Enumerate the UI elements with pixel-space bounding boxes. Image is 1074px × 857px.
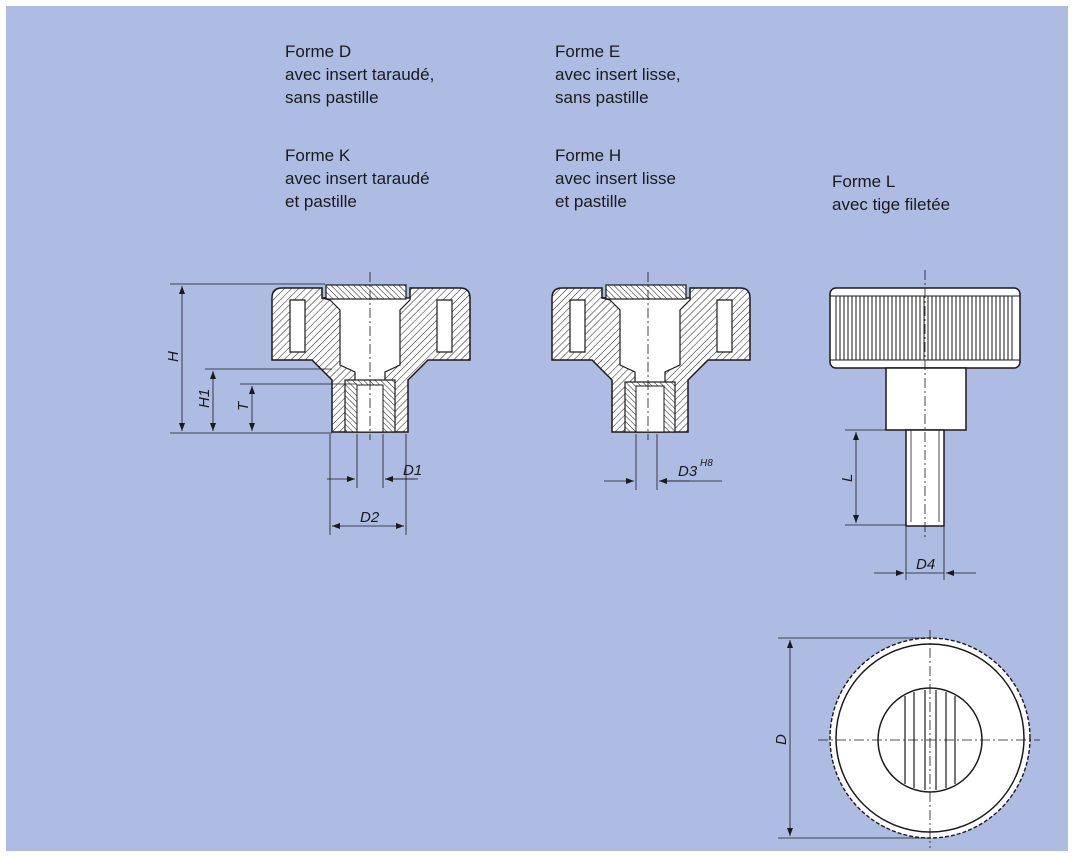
caption-form-l: Forme L avec tige filetée [832, 170, 950, 216]
knurl-lines [835, 296, 1013, 360]
caption-form-e-line2: avec insert lisse, [555, 65, 681, 84]
dimension-labels-form-e-h: D3 H8 [678, 458, 713, 480]
caption-form-e-title: Forme E [555, 42, 621, 61]
caption-form-e-line3: sans pastille [555, 88, 649, 107]
knob-cavity-d-k [289, 299, 453, 353]
dim-h-label: H [165, 351, 182, 362]
caption-form-d-line2: avec insert taraudé, [285, 65, 435, 84]
dimension-labels-form-d-k: H H1 T D1 D2 [165, 351, 422, 526]
dim-d4-label: D4 [916, 556, 935, 573]
dimensions-form-l [845, 429, 976, 580]
section-view-form-d-k [271, 272, 471, 440]
dim-d3-tolerance: H8 [700, 458, 713, 469]
dimensions-form-e-h [604, 434, 722, 490]
dim-d1-label: D1 [403, 462, 422, 479]
cap-d-k [325, 284, 407, 300]
shank [885, 367, 967, 431]
caption-form-d-title: Forme D [285, 42, 352, 61]
dim-d-label: D [773, 734, 790, 745]
insert-hole-e-h [635, 385, 665, 433]
caption-form-l-line2: avec tige filetée [832, 195, 951, 214]
dim-d2-label: D2 [360, 509, 380, 526]
side-view-form-l [829, 270, 1021, 540]
caption-form-d-line3: sans pastille [285, 88, 379, 107]
caption-form-e: Forme E avec insert lisse, sans pastille [555, 40, 681, 109]
caption-form-k: Forme K avec insert taraudé et pastille [285, 144, 430, 213]
caption-form-k-line3: et pastille [285, 192, 357, 211]
cap-e-h [605, 284, 687, 300]
dim-l-label: L [839, 474, 856, 482]
insert-hole-d-k [356, 384, 384, 433]
dimensions-form-d-k [170, 283, 418, 535]
caption-form-d: Forme D avec insert taraudé, sans pastil… [285, 40, 434, 109]
dim-t-label: T [235, 400, 252, 411]
dimensions-top-view [778, 637, 930, 839]
caption-form-k-title: Forme K [285, 146, 351, 165]
section-view-form-e-h [551, 272, 751, 440]
caption-form-k-line2: avec insert taraudé [285, 169, 430, 188]
caption-form-h-line2: avec insert lisse [555, 169, 676, 188]
dim-h1-label: H1 [196, 389, 213, 408]
caption-form-l-title: Forme L [832, 172, 896, 191]
caption-form-h-title: Forme H [555, 146, 622, 165]
knob-cavity-e-h [569, 299, 733, 353]
caption-form-h-line3: et pastille [555, 192, 627, 211]
dim-d3-label: D3 [678, 463, 698, 480]
dimension-labels-form-l: L D4 [839, 474, 935, 573]
top-view [818, 630, 1040, 848]
caption-form-h: Forme H avec insert lisse et pastille [555, 144, 676, 213]
